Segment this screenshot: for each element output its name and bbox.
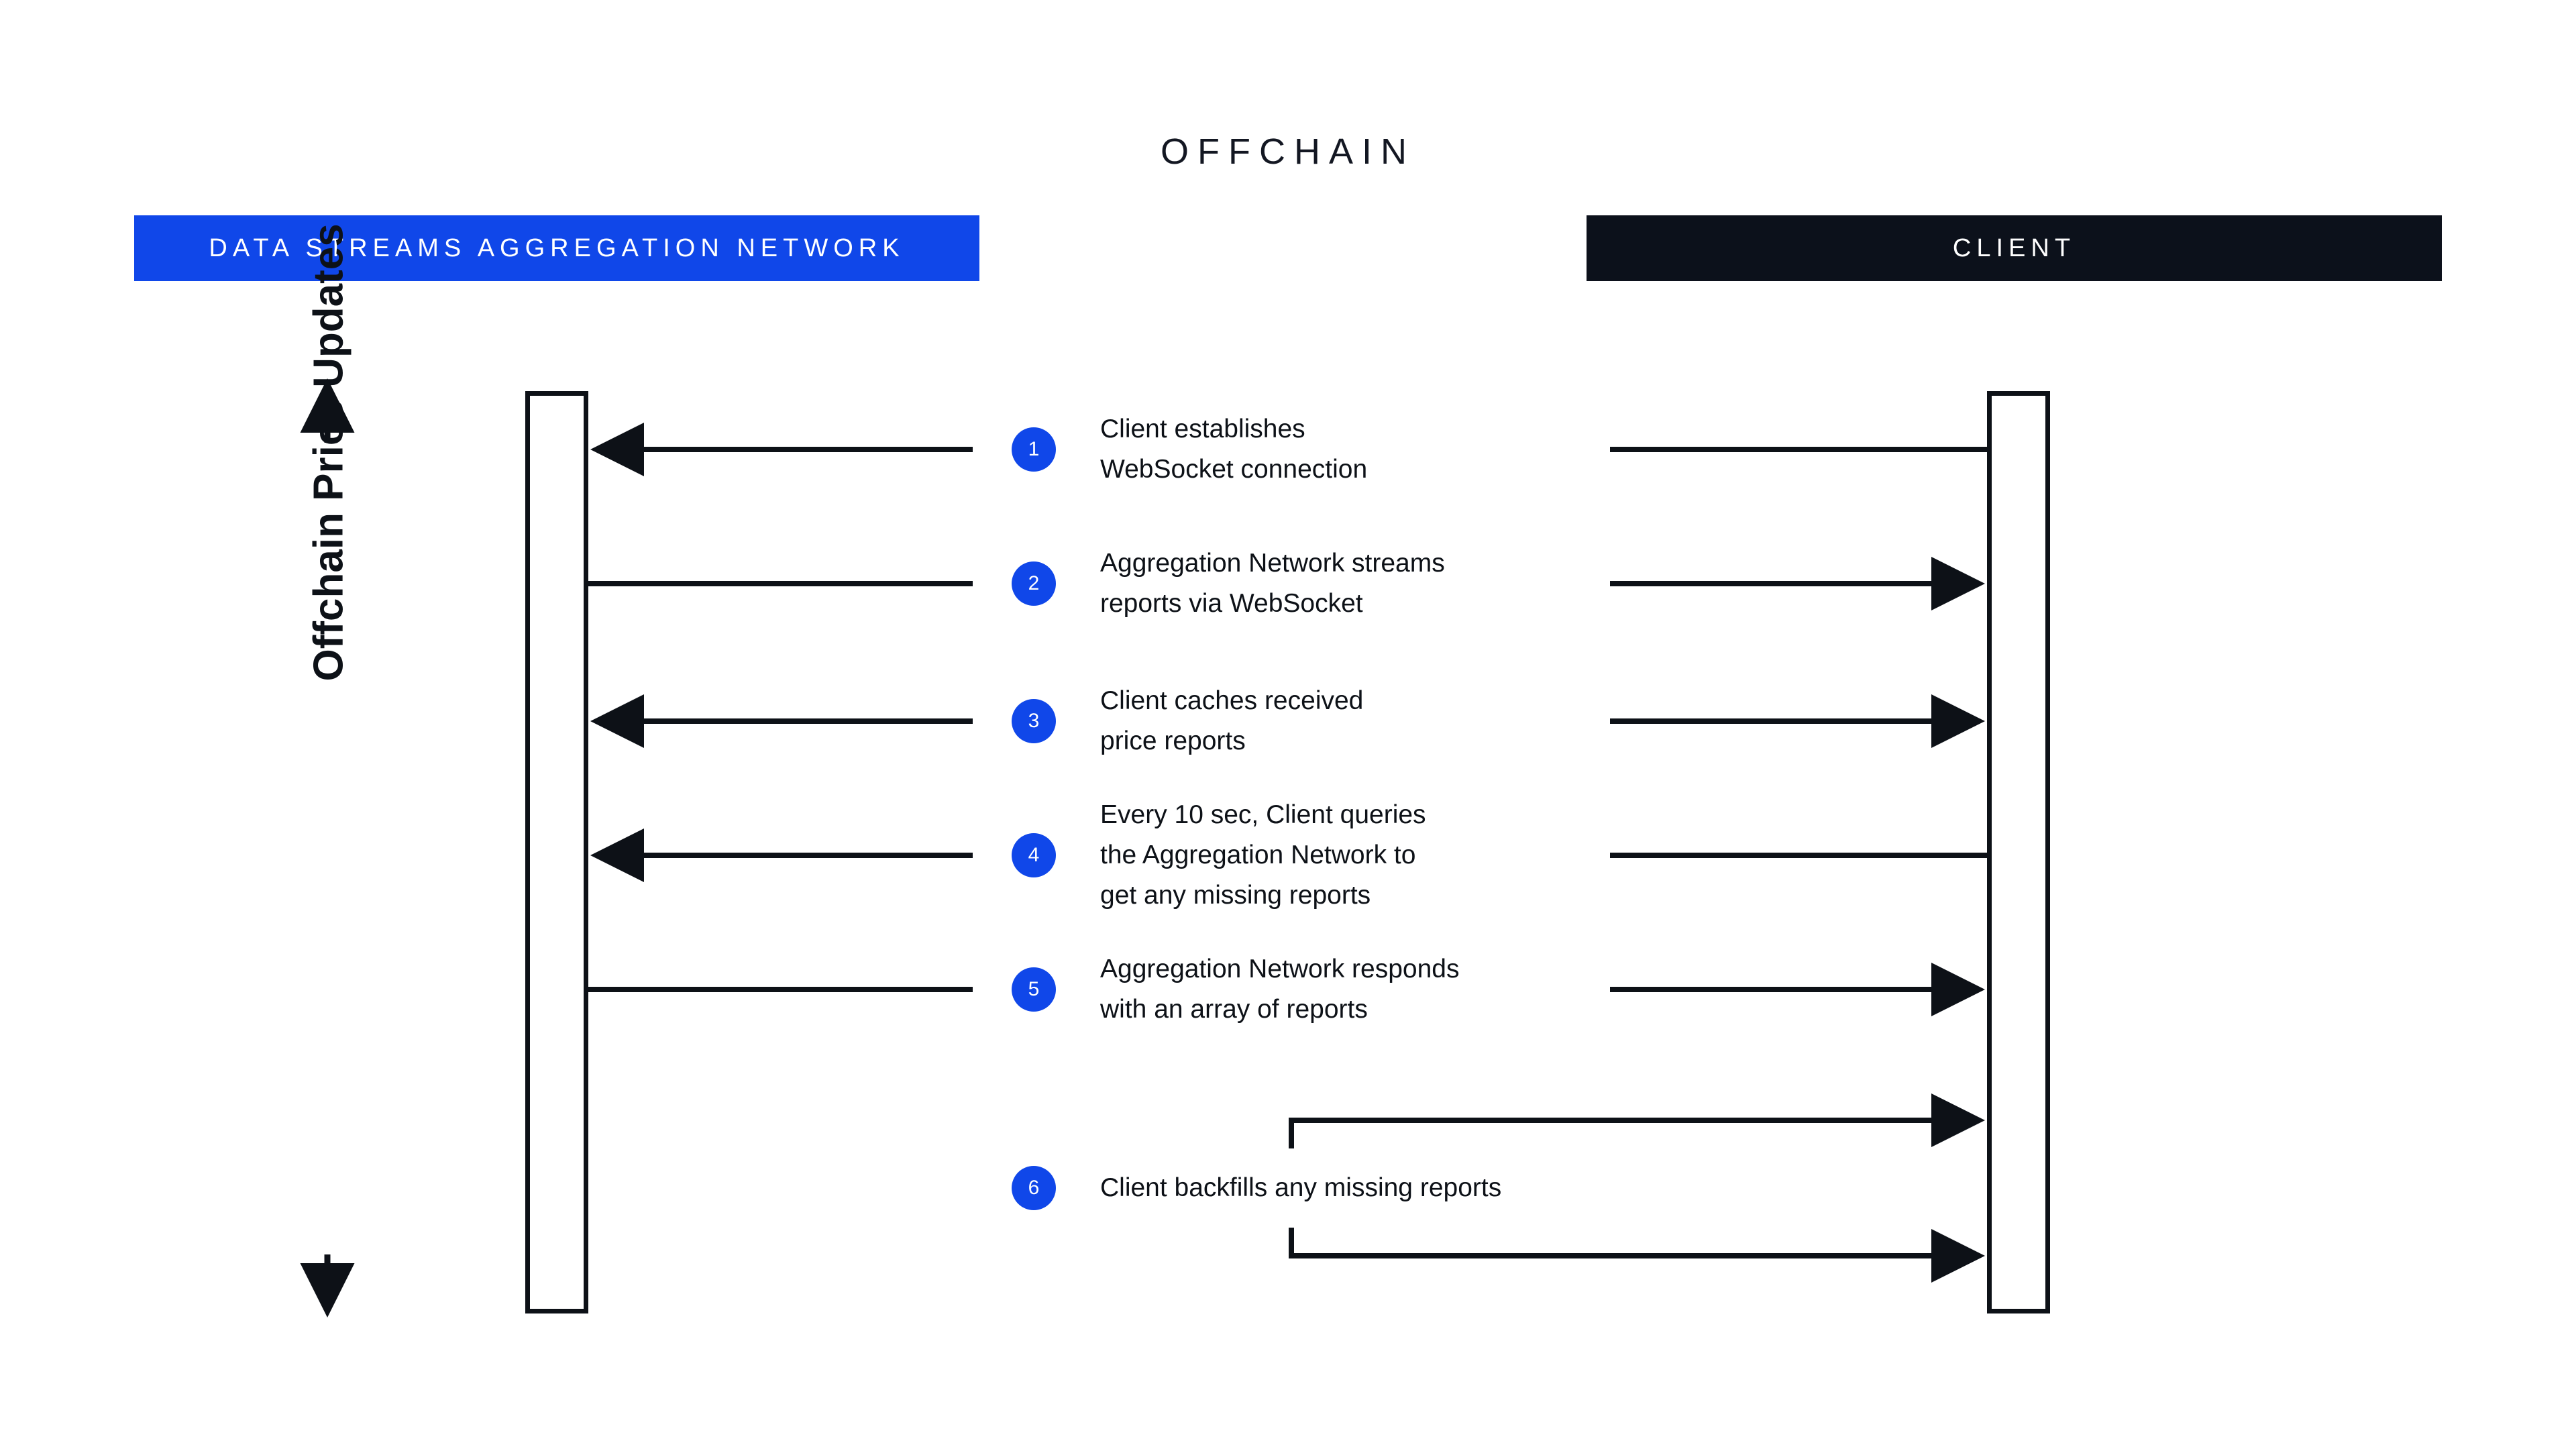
step-badge-3[interactable]: 3 <box>1012 699 1056 743</box>
lane-header-label: DATA STREAMS AGGREGATION NETWORK <box>209 233 905 262</box>
step-badge-4[interactable]: 4 <box>1012 833 1056 877</box>
step-badge-6[interactable]: 6 <box>1012 1166 1056 1210</box>
lane-header-client: CLIENT <box>1587 215 2442 281</box>
step-description-4: Every 10 sec, Client queries the Aggrega… <box>1100 800 1426 910</box>
step-description-1: Client establishes WebSocket connection <box>1100 415 1368 484</box>
step-number: 5 <box>1028 978 1040 1000</box>
step-badge-2[interactable]: 2 <box>1012 561 1056 606</box>
connector-step-6-lower <box>1289 1228 1985 1283</box>
step-number: 3 <box>1028 710 1040 732</box>
lane-header-aggregation-network: DATA STREAMS AGGREGATION NETWORK <box>134 215 979 281</box>
connector-step-6-upper <box>1289 1093 1985 1148</box>
page-title: OFFCHAIN <box>1161 131 1415 172</box>
step-number: 6 <box>1028 1177 1040 1199</box>
lifeline-aggregation-network <box>525 391 588 1313</box>
step-badge-5[interactable]: 5 <box>1012 967 1056 1012</box>
step-number: 1 <box>1028 438 1040 460</box>
step-number: 2 <box>1028 572 1040 594</box>
step-description-2: Aggregation Network streams reports via … <box>1100 549 1445 618</box>
step-description-3: Client caches received price reports <box>1100 686 1364 755</box>
step-description-6: Client backfills any missing reports <box>1100 1173 1502 1202</box>
step-number: 4 <box>1028 844 1040 866</box>
lifeline-client <box>1987 391 2050 1313</box>
axis-label-offchain-price-updates: Offchain Price Updates <box>305 223 352 682</box>
step-badge-1[interactable]: 1 <box>1012 427 1056 472</box>
step-description-5: Aggregation Network responds with an arr… <box>1100 955 1460 1024</box>
lane-header-label: CLIENT <box>1952 233 2076 262</box>
